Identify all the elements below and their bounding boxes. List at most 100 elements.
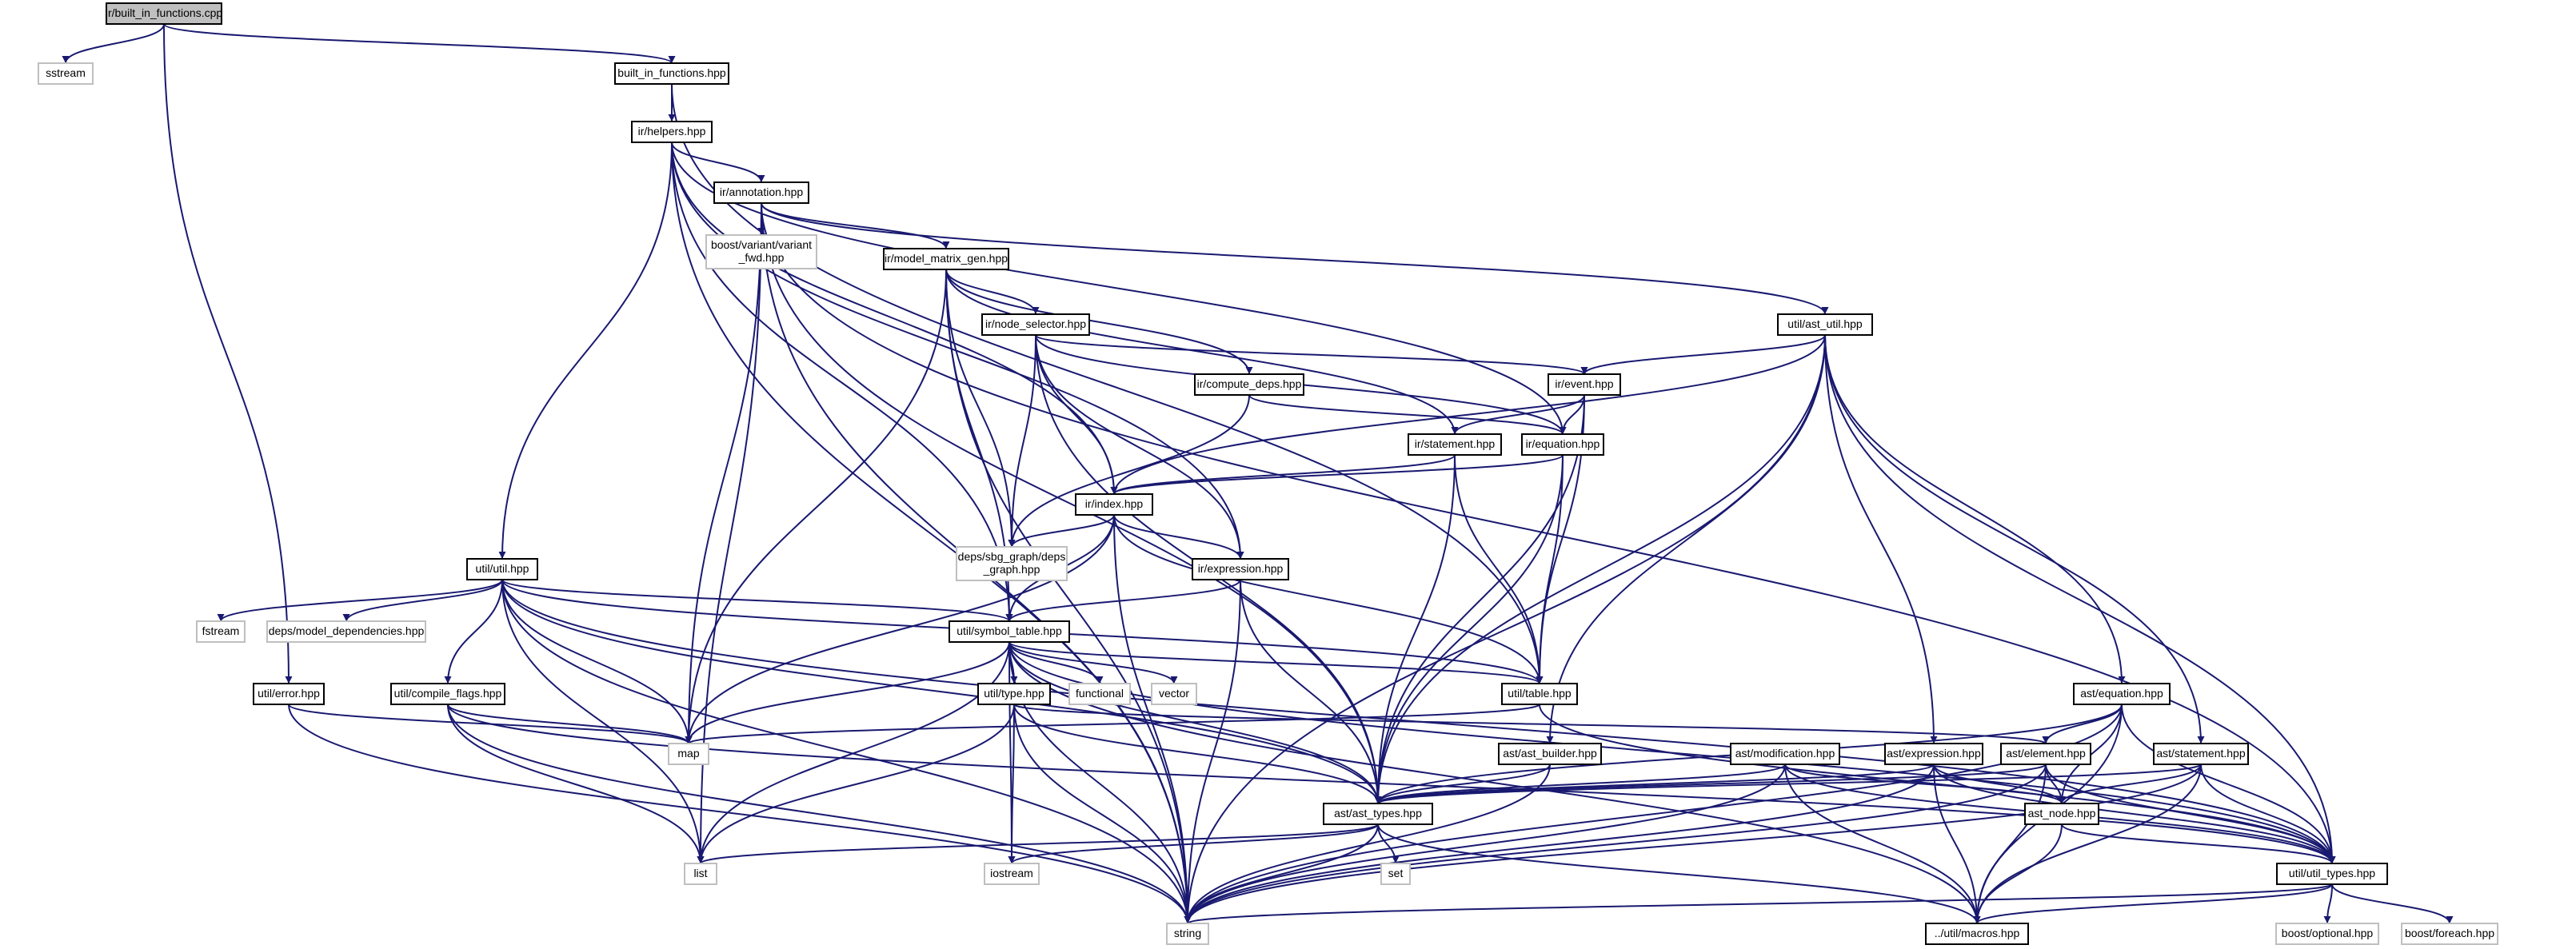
- node-label-asttypes: ast/ast_types.hpp: [1334, 807, 1422, 819]
- node-list: list: [684, 863, 717, 885]
- node-error[interactable]: util/error.hpp: [253, 683, 325, 705]
- edge-utilhpp-to-symtab: [501, 579, 1013, 622]
- edge-astutil-to-astexpr: [1824, 334, 1938, 744]
- node-statement[interactable]: ir/statement.hpp: [1408, 433, 1502, 456]
- node-label-macros: ../util/macros.hpp: [1935, 927, 2020, 939]
- edge-astutil-to-astbuilder: [1546, 334, 1826, 744]
- node-index[interactable]: ir/index.hpp: [1075, 493, 1153, 516]
- edge-utiltypes-to-string: [1184, 883, 2333, 924]
- node-iostream: iostream: [984, 863, 1040, 885]
- edge-statement-to-index: [1110, 454, 1456, 495]
- edge-modification-to-string: [1184, 764, 1786, 924]
- edge-type-to-list: [697, 704, 1015, 864]
- edge-asttypes-to-string: [1184, 823, 1379, 924]
- node-bif_hpp[interactable]: built_in_functions.hpp: [614, 62, 729, 85]
- node-table[interactable]: util/table.hpp: [1501, 683, 1578, 705]
- node-box-asteq: [2073, 683, 2171, 705]
- node-box-functional: [1068, 683, 1131, 705]
- node-annotation[interactable]: ir/annotation.hpp: [713, 181, 809, 204]
- edge-astexpr-to-macros: [1933, 764, 1981, 924]
- node-symtab[interactable]: util/symbol_table.hpp: [949, 620, 1070, 643]
- node-astexpr[interactable]: ast/expression.hpp: [1884, 743, 1983, 765]
- edge-asteq-to-astnode: [2058, 704, 2123, 804]
- edge-helpers-to-utilhpp: [498, 142, 673, 560]
- node-variant: boost/variant/variant_fwd.hpp: [705, 234, 817, 269]
- edge-utilhpp-to-list: [501, 579, 705, 864]
- node-box-annotation: [713, 181, 809, 204]
- node-label-variant: boost/variant/variant: [711, 238, 812, 251]
- node-box-cdeps: [1194, 373, 1304, 396]
- node-astnode[interactable]: ast_node.hpp: [2024, 803, 2099, 825]
- node-modification[interactable]: ast/modification.hpp: [1730, 743, 1840, 765]
- node-box-bif_hpp: [614, 62, 729, 85]
- edge-statement-to-table: [1454, 454, 1544, 684]
- node-box-astexpr: [1884, 743, 1983, 765]
- node-helpers[interactable]: ir/helpers.hpp: [631, 121, 713, 143]
- node-type[interactable]: util/type.hpp: [977, 683, 1051, 705]
- edge-astexpr-to-string: [1184, 764, 1935, 924]
- node-box-symtab: [949, 620, 1070, 643]
- node-box-string: [1166, 923, 1209, 945]
- edge-asttypes-to-macros: [1377, 823, 1981, 924]
- node-label-event: ir/event.hpp: [1555, 377, 1613, 390]
- edge-astexpr-to-utiltypes: [1933, 764, 2336, 864]
- node-label-sbg: deps/sbg_graph/deps: [958, 550, 1066, 563]
- node-functional: functional: [1068, 683, 1131, 705]
- edge-index-to-table: [1113, 514, 1544, 684]
- edge-compflags-to-list: [447, 704, 705, 864]
- node-label-compflags: util/compile_flags.hpp: [394, 687, 502, 700]
- edge-utiltypes-to-foreach: [2331, 883, 2454, 924]
- node-macros[interactable]: ../util/macros.hpp: [1925, 923, 2029, 945]
- node-equation[interactable]: ir/equation.hpp: [1521, 433, 1604, 456]
- node-asttypes[interactable]: ast/ast_types.hpp: [1323, 803, 1433, 825]
- edge-annotation-to-asttypes: [761, 202, 1382, 804]
- node-astbuilder[interactable]: ast/ast_builder.hpp: [1498, 743, 1602, 765]
- node-label-expression: ir/expression.hpp: [1198, 562, 1284, 575]
- edge-utilhpp-to-moddeps: [342, 579, 503, 622]
- node-moddeps: deps/model_dependencies.hpp: [266, 620, 426, 643]
- node-label-astbuilder: ast/ast_builder.hpp: [1503, 747, 1597, 760]
- node-element[interactable]: ast/element.hpp: [2000, 743, 2091, 765]
- node-root[interactable]: ir/built_in_functions.cpp: [106, 2, 223, 25]
- node-label-modification: ast/modification.hpp: [1735, 747, 1835, 760]
- node-label-helpers: ir/helpers.hpp: [638, 125, 706, 138]
- node-event[interactable]: ir/event.hpp: [1548, 373, 1621, 396]
- edge-ns-to-index: [1035, 334, 1118, 495]
- node-asteq[interactable]: ast/equation.hpp: [2073, 683, 2171, 705]
- node-compflags[interactable]: util/compile_flags.hpp: [390, 683, 505, 705]
- node-label-mmg: ir/model_matrix_gen.hpp: [885, 252, 1008, 265]
- node-ns[interactable]: ir/node_selector.hpp: [981, 313, 1090, 336]
- node-mmg[interactable]: ir/model_matrix_gen.hpp: [883, 248, 1009, 270]
- node-expression[interactable]: ir/expression.hpp: [1192, 558, 1289, 580]
- node-astutil[interactable]: util/ast_util.hpp: [1777, 313, 1873, 336]
- edge-statement-to-asttypes: [1374, 454, 1456, 804]
- node-box-error: [253, 683, 325, 705]
- edge-expression-to-symtab: [1005, 579, 1241, 622]
- node-label-sbg: _graph.hpp: [983, 563, 1040, 576]
- node-box-iostream: [984, 863, 1040, 885]
- edge-index-to-sbg: [1008, 514, 1115, 548]
- edge-astutil-to-asttypes: [1374, 334, 1826, 804]
- node-aststmt[interactable]: ast/statement.hpp: [2153, 743, 2249, 765]
- edge-symtab-to-functional: [1008, 641, 1104, 684]
- node-label-moddeps: deps/model_dependencies.hpp: [269, 624, 425, 637]
- node-label-index: ir/index.hpp: [1085, 497, 1144, 510]
- node-utilhpp[interactable]: util/util.hpp: [466, 558, 538, 580]
- edge-utiltypes-to-optional: [2323, 883, 2333, 924]
- node-label-element: ast/element.hpp: [2006, 747, 2086, 760]
- node-box-table: [1501, 683, 1578, 705]
- node-label-statement: ir/statement.hpp: [1415, 437, 1496, 450]
- node-cdeps[interactable]: ir/compute_deps.hpp: [1194, 373, 1304, 396]
- node-foreach: boost/foreach.hpp: [2401, 923, 2498, 945]
- node-box-ns: [981, 313, 1090, 336]
- edge-helpers-to-index: [671, 142, 1118, 495]
- node-box-fstream: [196, 620, 246, 643]
- node-label-list: list: [693, 867, 707, 879]
- node-label-fstream: fstream: [202, 624, 240, 637]
- node-utiltypes[interactable]: util/util_types.hpp: [2276, 863, 2388, 885]
- node-label-string: string: [1174, 927, 1201, 939]
- node-box-moddeps: [266, 620, 426, 643]
- node-box-list: [684, 863, 717, 885]
- edge-symtab-to-vector: [1008, 641, 1178, 684]
